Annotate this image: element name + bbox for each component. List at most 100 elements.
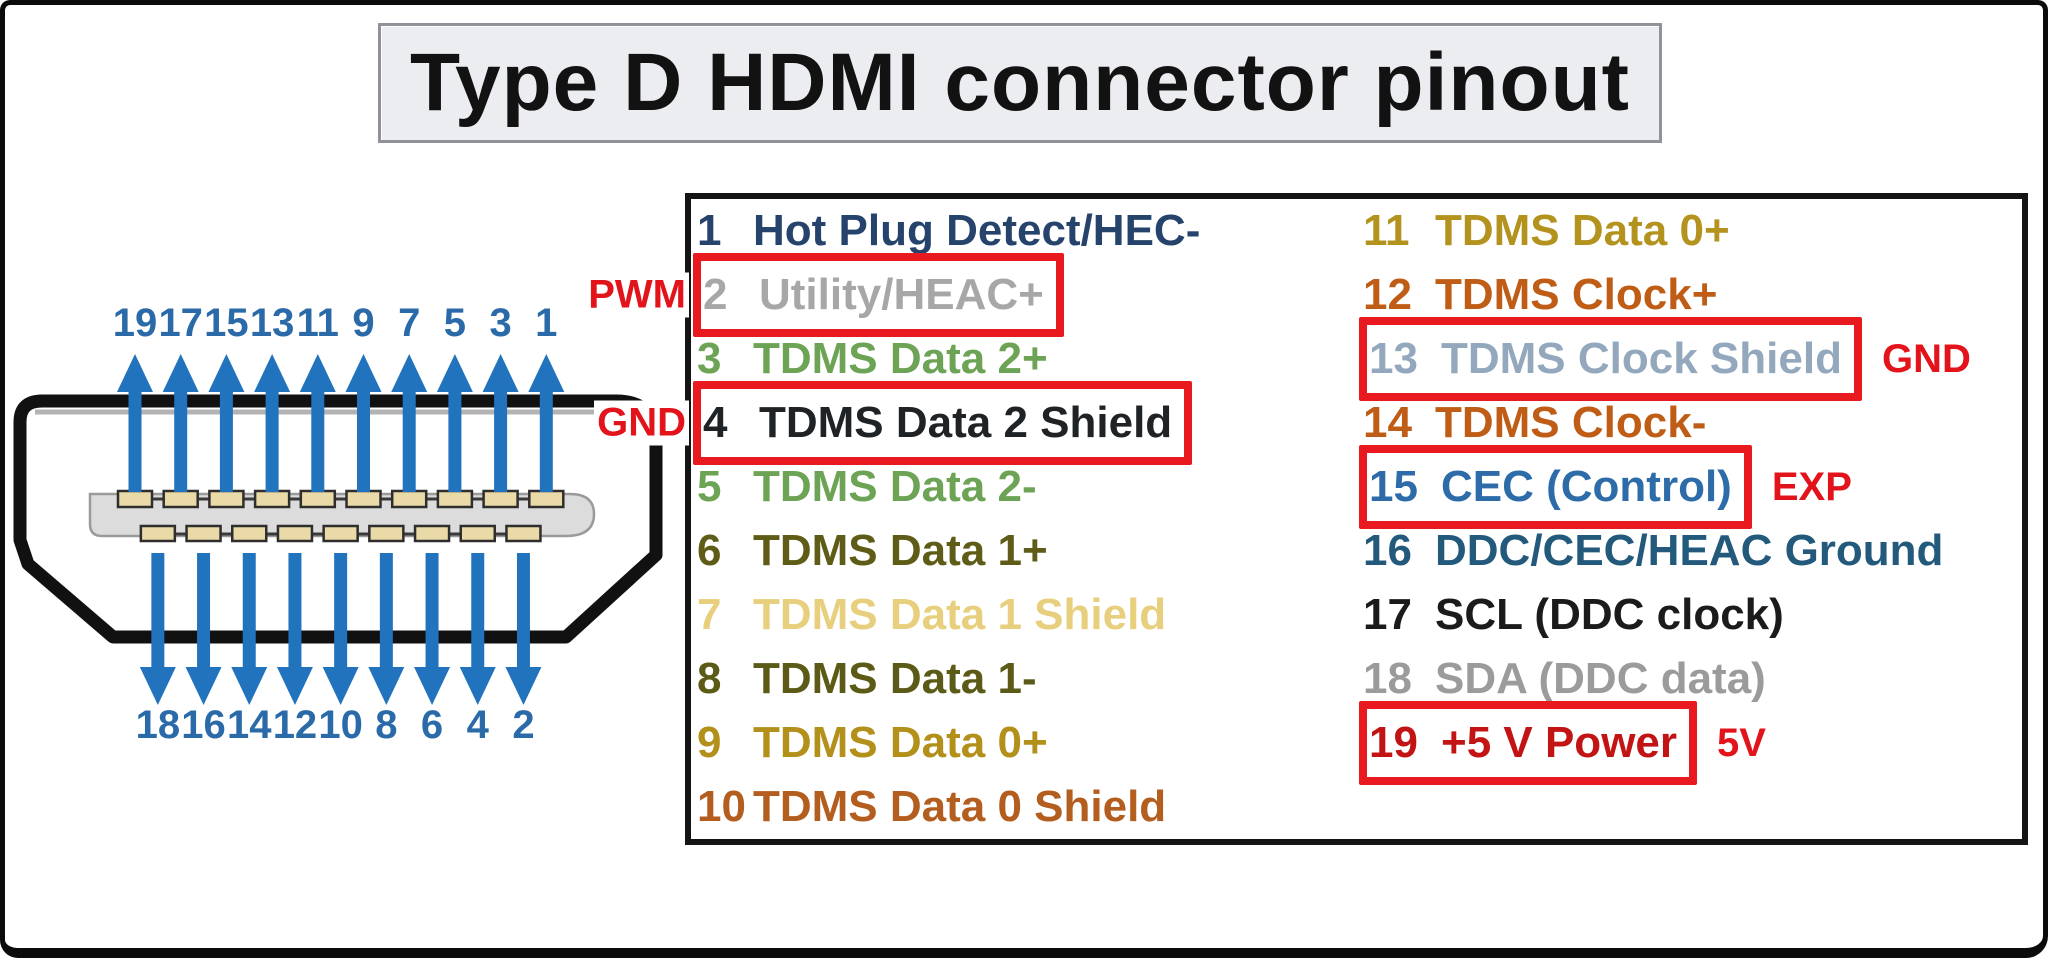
connector-pin-number-top: 17 bbox=[158, 301, 203, 345]
pin-number: 10 bbox=[697, 782, 746, 831]
pin-row-7: 7 TDMS Data 1 Shield bbox=[697, 583, 1361, 647]
pin-number: 7 bbox=[697, 590, 722, 639]
highlight-box-pin-13: 13 TDMS Clock Shield bbox=[1359, 317, 1862, 401]
annotation-gnd-pin-4: GND bbox=[594, 400, 689, 446]
pin-label: TDMS Data 1+ bbox=[753, 526, 1048, 575]
pin-label: TDMS Clock+ bbox=[1435, 270, 1718, 319]
connector-pin-number-bottom: 4 bbox=[467, 703, 490, 747]
pin-entry-18: 18 SDA (DDC data) bbox=[1363, 654, 1766, 704]
pin-row-5: 5 TDMS Data 2- bbox=[697, 455, 1361, 519]
pin-entry-12: 12 TDMS Clock+ bbox=[1363, 270, 1717, 320]
pin-row-14: 14 TDMS Clock- bbox=[1363, 391, 2022, 455]
contact-pads bbox=[116, 489, 565, 543]
pin-number: 13 bbox=[1369, 334, 1418, 383]
pin-number: 17 bbox=[1363, 590, 1412, 639]
pin-row-13: 13 TDMS Clock Shield GND bbox=[1359, 317, 2022, 401]
annotation-gnd-pin-13: GND bbox=[1881, 336, 1971, 381]
pin-number: 18 bbox=[1363, 654, 1412, 703]
pin-row-4: 4 TDMS Data 2 Shield GND bbox=[594, 381, 1361, 465]
pin-row-6: 6 TDMS Data 1+ bbox=[697, 519, 1361, 583]
pin-entry-14: 14 TDMS Clock- bbox=[1363, 398, 1706, 448]
title-box: Type D HDMI connector pinout bbox=[378, 23, 1662, 143]
pin-number: 2 bbox=[703, 270, 728, 319]
page-title: Type D HDMI connector pinout bbox=[409, 37, 1630, 128]
connector-pin-number-top: 19 bbox=[113, 301, 158, 345]
annotation-5v-pin-19: 5V bbox=[1717, 720, 1766, 765]
pin-label: TDMS Data 2+ bbox=[753, 334, 1048, 383]
connector-pin-number-bottom: 18 bbox=[136, 703, 181, 747]
pin-arrows bbox=[117, 354, 565, 705]
pin-entry-8: 8 TDMS Data 1- bbox=[697, 654, 1037, 704]
pin-label: Hot Plug Detect/HEC- bbox=[753, 206, 1201, 255]
pin-number: 15 bbox=[1369, 462, 1418, 511]
pin-number: 11 bbox=[1363, 206, 1410, 255]
connector-pin-number-top: 7 bbox=[398, 301, 420, 345]
pin-label: +5 V Power bbox=[1441, 718, 1678, 767]
connector-pin-number-bottom: 12 bbox=[273, 703, 318, 747]
pin-number: 5 bbox=[697, 462, 722, 511]
pin-row-1: 1 Hot Plug Detect/HEC- bbox=[697, 199, 1361, 263]
highlight-box-pin-15: 15 CEC (Control) bbox=[1359, 445, 1752, 529]
pin-label: TDMS Clock Shield bbox=[1441, 334, 1842, 383]
pin-label: TDMS Data 0 Shield bbox=[753, 782, 1167, 831]
pin-number: 16 bbox=[1363, 526, 1412, 575]
connector-pin-number-top: 11 bbox=[297, 301, 339, 345]
pin-number: 3 bbox=[697, 334, 722, 383]
pin-row-15: 15 CEC (Control) EXP bbox=[1359, 445, 2022, 529]
pin-number: 8 bbox=[697, 654, 722, 703]
pin-row-16: 16 DDC/CEC/HEAC Ground bbox=[1363, 519, 2022, 583]
connector-pin-number-bottom: 16 bbox=[181, 703, 226, 747]
pin-number: 1 bbox=[697, 206, 722, 255]
pin-label: CEC (Control) bbox=[1441, 462, 1732, 511]
connector-pin-number-top: 15 bbox=[204, 301, 249, 345]
pin-row-19: 19 +5 V Power 5V bbox=[1359, 701, 2022, 785]
connector-pin-number-bottom: 2 bbox=[512, 703, 534, 747]
pin-label: TDMS Data 2 Shield bbox=[759, 398, 1173, 447]
pin-label: TDMS Clock- bbox=[1435, 398, 1707, 447]
pin-entry-6: 6 TDMS Data 1+ bbox=[697, 526, 1048, 576]
highlight-box-pin-2: 2 Utility/HEAC+ bbox=[693, 253, 1064, 337]
pin-number: 4 bbox=[703, 398, 728, 447]
pin-number: 14 bbox=[1363, 398, 1412, 447]
connector-pin-number-top: 1 bbox=[535, 301, 557, 345]
connector-pin-number-bottom: 14 bbox=[227, 703, 272, 747]
pin-row-3: 3 TDMS Data 2+ bbox=[697, 327, 1361, 391]
pin-number: 6 bbox=[697, 526, 722, 575]
pin-label: TDMS Data 2- bbox=[753, 462, 1037, 511]
pin-label: TDMS Data 0+ bbox=[753, 718, 1048, 767]
connector-pin-number-bottom: 8 bbox=[375, 703, 397, 747]
connector-pin-number-top: 9 bbox=[352, 301, 374, 345]
pin-entry-7: 7 TDMS Data 1 Shield bbox=[697, 590, 1166, 640]
pin-row-12: 12 TDMS Clock+ bbox=[1363, 263, 2022, 327]
pin-label: Utility/HEAC+ bbox=[759, 270, 1044, 319]
connector-pin-number-top: 13 bbox=[250, 301, 295, 345]
connector-pin-number-top: 5 bbox=[444, 301, 466, 345]
pin-label: DDC/CEC/HEAC Ground bbox=[1435, 526, 1944, 575]
pin-label: TDMS Data 1 Shield bbox=[753, 590, 1167, 639]
connector-pin-number-bottom: 6 bbox=[421, 703, 443, 747]
pin-entry-1: 1 Hot Plug Detect/HEC- bbox=[697, 206, 1200, 256]
highlight-box-pin-19: 19 +5 V Power bbox=[1359, 701, 1698, 785]
pin-label: TDMS Data 1- bbox=[753, 654, 1037, 703]
pin-number: 19 bbox=[1369, 718, 1418, 767]
pin-number: 12 bbox=[1363, 270, 1412, 319]
pin-row-18: 18 SDA (DDC data) bbox=[1363, 647, 2022, 711]
pin-label: SDA (DDC data) bbox=[1435, 654, 1766, 703]
highlight-box-pin-4: 4 TDMS Data 2 Shield bbox=[693, 381, 1193, 465]
annotation-exp-pin-15: EXP bbox=[1771, 464, 1852, 509]
